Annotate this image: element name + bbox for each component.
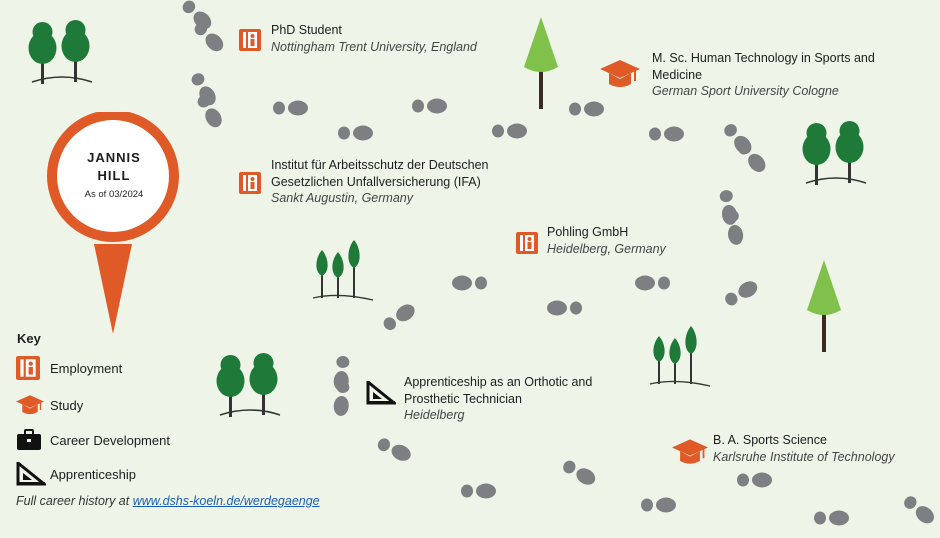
briefcase-icon	[17, 429, 41, 450]
entry-role: PhD Student	[271, 23, 342, 37]
footprint	[452, 275, 487, 291]
tree	[807, 260, 841, 352]
employment-icon	[239, 172, 261, 199]
footprint	[900, 492, 938, 527]
footprint	[635, 275, 670, 291]
career-entry: B. A. Sports Science Karlsruhe Institute…	[713, 432, 933, 465]
entry-role: Apprenticeship as an Orthotic and Prosth…	[404, 375, 593, 406]
profile-last-name: HILL	[97, 168, 131, 183]
entry-role: Institut für Arbeitsschutz der Deutschen…	[271, 158, 489, 189]
as-of-date: As of 03/2024	[84, 189, 144, 200]
footprint	[273, 100, 308, 116]
employment-icon	[516, 232, 538, 259]
footprint	[720, 120, 755, 158]
entry-organization: Heidelberg, Germany	[547, 241, 666, 256]
entry-role: Pohling GmbH	[547, 225, 629, 239]
profile-first-name: JANNIS	[87, 150, 141, 165]
tree-pair	[801, 120, 867, 186]
footprint	[380, 300, 418, 334]
tree-pair	[27, 19, 93, 85]
footprint	[560, 457, 599, 488]
key-label: Career Development	[50, 433, 170, 448]
footprint	[375, 435, 414, 464]
entry-organization: German Sport University Cologne	[652, 84, 839, 98]
career-entry: PhD Student Nottingham Trent University,…	[271, 22, 531, 55]
key-label: Employment	[50, 361, 123, 376]
set-square-icon	[366, 378, 399, 410]
entry-organization: Sankt Augustin, Germany	[271, 191, 413, 205]
career-entry: M. Sc. Human Technology in Sports and Me…	[652, 50, 902, 100]
footprint	[737, 472, 772, 488]
profile-label: JANNIS HILL As of 03/2024	[62, 149, 166, 200]
footprint	[492, 123, 527, 139]
footer-text: Full career history at	[16, 494, 133, 508]
entry-organization: Karlsruhe Institute of Technology	[713, 449, 895, 464]
footprint	[412, 98, 447, 114]
career-entry: Institut für Arbeitsschutz der Deutschen…	[271, 157, 531, 207]
career-history-link[interactable]: www.dshs-koeln.de/werdegaenge	[132, 494, 320, 508]
graduation-cap-icon	[672, 437, 708, 472]
entry-organization: Heidelberg	[404, 408, 465, 422]
tree-pair	[215, 352, 281, 418]
footprint	[814, 510, 849, 526]
career-entry: Apprenticeship as an Orthotic and Prosth…	[404, 374, 634, 424]
location-pin	[47, 112, 179, 334]
entry-role: B. A. Sports Science	[713, 433, 827, 447]
footprint	[461, 483, 496, 499]
key-label: Study	[50, 398, 84, 413]
footprint	[734, 138, 769, 176]
key-title: Key	[17, 331, 41, 346]
conifer-trees	[649, 325, 711, 387]
conifer-trees	[312, 239, 374, 301]
footprint	[569, 101, 604, 117]
footprint	[547, 300, 582, 316]
footprint	[722, 278, 761, 309]
set-square-icon	[16, 462, 46, 486]
footprint	[338, 125, 373, 141]
key-label: Apprenticeship	[50, 467, 136, 482]
graduation-cap-icon	[16, 395, 44, 415]
career-entry: Pohling GmbH Heidelberg, Germany	[547, 224, 747, 257]
footprint	[649, 126, 684, 142]
graduation-cap-icon	[600, 58, 640, 95]
employment-icon	[239, 29, 261, 56]
entry-organization: Nottingham Trent University, England	[271, 39, 477, 54]
entry-role: M. Sc. Human Technology in Sports and Me…	[652, 51, 875, 82]
footprint	[641, 497, 676, 513]
footer-note: Full career history at www.dshs-koeln.de…	[16, 494, 320, 508]
employment-icon	[16, 356, 40, 380]
